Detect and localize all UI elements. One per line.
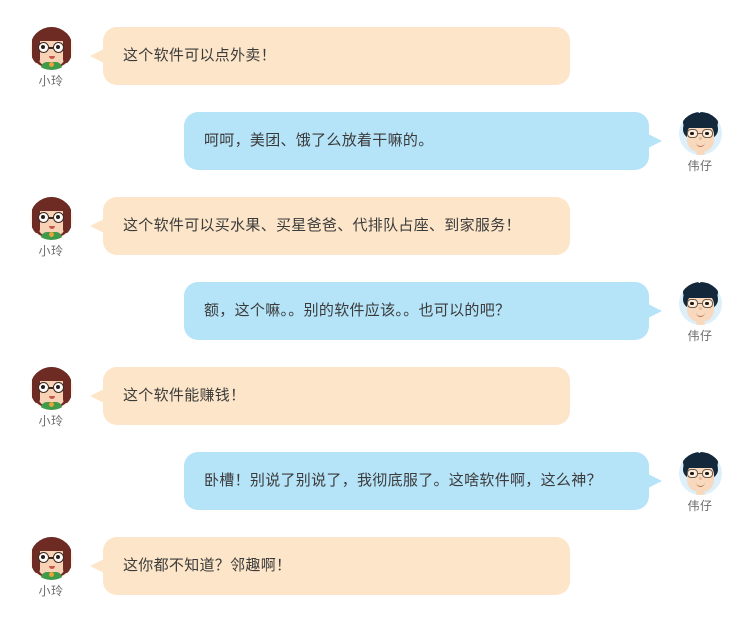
message-row: 小玲 这个软件可以买水果、买星爸爸、代排队占座、到家服务！	[0, 197, 752, 273]
collar-button-shape	[49, 402, 54, 407]
sender-nickname: 小玲	[38, 584, 64, 598]
message-row: 伟仔 卧槽！别说了别说了，我彻底服了。这啥软件啊，这么神？	[0, 452, 752, 528]
message-bubble[interactable]: 这你都不知道？邻趣啊！	[90, 537, 570, 595]
chin-shape	[695, 490, 705, 495]
boy-with-glasses-avatar[interactable]	[678, 282, 722, 325]
eye-right	[705, 471, 709, 475]
eye-right	[56, 215, 60, 219]
fringe-shape	[32, 197, 70, 211]
nose-shape	[698, 137, 702, 140]
message-bubble[interactable]: 额，这个嘛。。别的软件应该。。也可以的吧？	[184, 282, 662, 340]
message-row: 小玲 这个软件可以点外卖！	[0, 27, 752, 103]
message-bubble-wrap: 这你都不知道？邻趣啊！	[90, 537, 570, 595]
boy-with-glasses-avatar[interactable]	[678, 112, 722, 155]
hair-side-left	[31, 543, 40, 573]
sender-nickname: 小玲	[38, 414, 64, 428]
mouth-shape	[695, 142, 705, 147]
eye-left	[41, 215, 45, 219]
mouth-shape	[48, 566, 55, 569]
sender-nickname: 伟仔	[687, 329, 713, 343]
hair-side-left	[31, 203, 40, 233]
eye-left	[690, 301, 694, 305]
hair-side-right	[62, 203, 71, 233]
sender-avatar-block-weizai: 伟仔	[657, 282, 743, 343]
glasses-bridge-icon	[48, 217, 53, 219]
boy-with-glasses-avatar[interactable]	[678, 452, 722, 495]
nose-shape	[698, 477, 702, 480]
hair-side-left	[31, 373, 40, 403]
collar-button-shape	[49, 62, 54, 67]
hair-side-left	[31, 33, 40, 63]
collar-button-shape	[49, 572, 54, 577]
message-bubble[interactable]: 这个软件可以点外卖！	[90, 27, 570, 85]
hair-side-right	[62, 373, 71, 403]
girl-with-glasses-avatar[interactable]	[29, 27, 73, 70]
sender-nickname: 小玲	[38, 74, 64, 88]
glasses-bridge-icon	[697, 133, 702, 135]
nose-shape	[698, 307, 702, 310]
mouth-shape	[48, 56, 55, 59]
hair-side-right	[62, 33, 71, 63]
message-row: 伟仔 额，这个嘛。。别的软件应该。。也可以的吧？	[0, 282, 752, 358]
message-bubble[interactable]: 卧槽！别说了别说了，我彻底服了。这啥软件啊，这么神？	[184, 452, 662, 510]
eye-left	[41, 555, 45, 559]
girl-with-glasses-avatar[interactable]	[29, 367, 73, 410]
eye-right	[56, 385, 60, 389]
eye-right	[705, 301, 709, 305]
message-row: 小玲 这你都不知道？邻趣啊！	[0, 537, 752, 613]
message-bubble[interactable]: 这个软件可以买水果、买星爸爸、代排队占座、到家服务！	[90, 197, 570, 255]
sender-avatar-block-xiaoling: 小玲	[8, 27, 94, 88]
mouth-shape	[48, 226, 55, 229]
eye-left	[41, 385, 45, 389]
sender-avatar-block-weizai: 伟仔	[657, 452, 743, 513]
message-bubble[interactable]: 这个软件能赚钱！	[90, 367, 570, 425]
glasses-bridge-icon	[697, 303, 702, 305]
message-bubble-wrap: 额，这个嘛。。别的软件应该。。也可以的吧？	[184, 282, 662, 340]
sender-avatar-block-xiaoling: 小玲	[8, 537, 94, 598]
eye-right	[56, 555, 60, 559]
glasses-bridge-icon	[48, 557, 53, 559]
fringe-shape	[32, 27, 70, 41]
chin-shape	[695, 320, 705, 325]
message-bubble-wrap: 这个软件可以点外卖！	[90, 27, 570, 85]
message-bubble-wrap: 这个软件可以买水果、买星爸爸、代排队占座、到家服务！	[90, 197, 570, 255]
mouth-shape	[695, 482, 705, 487]
glasses-bridge-icon	[48, 387, 53, 389]
eye-right	[56, 45, 60, 49]
hair-side-right	[62, 543, 71, 573]
message-bubble-wrap: 呵呵，美团、饿了么放着干嘛的。	[184, 112, 662, 170]
eye-right	[705, 131, 709, 135]
mouth-shape	[48, 396, 55, 399]
fringe-shape	[32, 367, 70, 381]
collar-button-shape	[49, 232, 54, 237]
mouth-shape	[695, 312, 705, 317]
message-bubble-wrap: 卧槽！别说了别说了，我彻底服了。这啥软件啊，这么神？	[184, 452, 662, 510]
sender-avatar-block-xiaoling: 小玲	[8, 367, 94, 428]
sender-avatar-block-xiaoling: 小玲	[8, 197, 94, 258]
sender-nickname: 伟仔	[687, 499, 713, 513]
eye-left	[41, 45, 45, 49]
sender-avatar-block-weizai: 伟仔	[657, 112, 743, 173]
sender-nickname: 伟仔	[687, 159, 713, 173]
message-row: 小玲 这个软件能赚钱！	[0, 367, 752, 443]
glasses-bridge-icon	[48, 47, 53, 49]
glasses-bridge-icon	[697, 473, 702, 475]
sender-nickname: 小玲	[38, 244, 64, 258]
message-bubble[interactable]: 呵呵，美团、饿了么放着干嘛的。	[184, 112, 662, 170]
message-bubble-wrap: 这个软件能赚钱！	[90, 367, 570, 425]
fringe-shape	[32, 537, 70, 551]
chin-shape	[695, 150, 705, 155]
eye-left	[690, 131, 694, 135]
message-row: 伟仔 呵呵，美团、饿了么放着干嘛的。	[0, 112, 752, 188]
eye-left	[690, 471, 694, 475]
girl-with-glasses-avatar[interactable]	[29, 537, 73, 580]
girl-with-glasses-avatar[interactable]	[29, 197, 73, 240]
